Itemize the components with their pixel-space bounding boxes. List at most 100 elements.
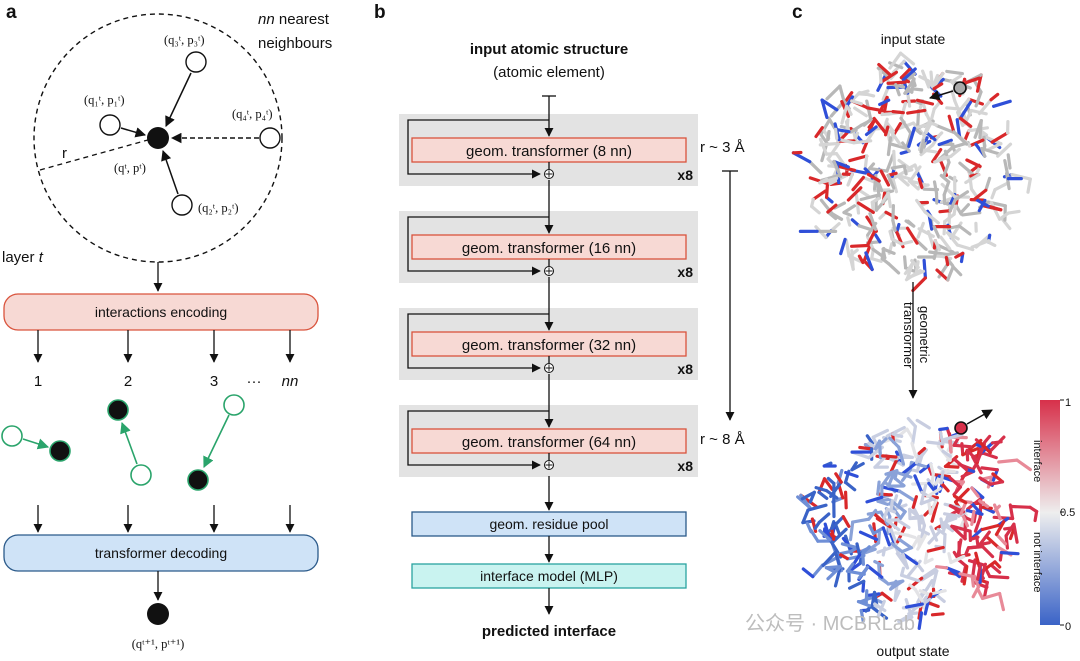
- bond: [889, 142, 909, 150]
- bond: [857, 90, 876, 98]
- bond: [876, 530, 882, 545]
- bond: [970, 239, 991, 249]
- block-label: geom. transformer (64 nn): [462, 434, 636, 451]
- bond: [826, 130, 831, 141]
- bond: [952, 485, 963, 497]
- bond: [906, 91, 912, 108]
- bond: [978, 118, 983, 140]
- bond: [911, 505, 924, 525]
- bond: [888, 436, 901, 449]
- edge-1: [120, 127, 147, 138]
- bond: [907, 179, 928, 187]
- bond: [948, 476, 963, 489]
- bond: [920, 69, 931, 89]
- pair-2-arrow: [120, 421, 138, 465]
- bond: [970, 574, 976, 588]
- nn-nearest-label: nn nearest: [258, 11, 330, 28]
- bond: [980, 544, 995, 559]
- bond: [911, 495, 919, 509]
- bond: [997, 458, 1019, 464]
- bond: [820, 98, 839, 112]
- bond: [949, 147, 962, 158]
- bond: [989, 435, 1006, 452]
- pair-2-center: [107, 399, 129, 421]
- bond: [897, 445, 906, 466]
- bond: [891, 109, 905, 115]
- bond: [942, 432, 964, 441]
- bond: [961, 211, 982, 217]
- bond: [992, 515, 1015, 521]
- bond: [980, 523, 1000, 532]
- layer-t: t: [39, 249, 44, 266]
- predicted-interface-label: predicted interface: [482, 623, 616, 640]
- bond: [1033, 509, 1039, 523]
- bond: [911, 534, 921, 549]
- bond: [832, 159, 843, 179]
- bond: [933, 239, 942, 252]
- bond: [932, 82, 944, 91]
- bond: [958, 572, 974, 578]
- bond: [931, 148, 943, 164]
- bond: [885, 426, 906, 438]
- bond: [872, 590, 879, 607]
- bond: [932, 100, 942, 111]
- bond: [959, 501, 968, 516]
- bond: [942, 180, 951, 197]
- bond: [989, 92, 1000, 102]
- bond: [972, 188, 988, 201]
- bond: [923, 108, 933, 126]
- bond: [826, 203, 838, 214]
- range-start-label: r ~ 3 Å: [700, 139, 745, 156]
- bond: [978, 499, 990, 509]
- pair-1-arrow: [22, 438, 50, 450]
- bond: [839, 553, 849, 561]
- bond: [808, 160, 823, 175]
- bond: [949, 568, 962, 579]
- bond: [996, 142, 1013, 158]
- bond: [1010, 504, 1032, 509]
- bond: [906, 108, 927, 115]
- panel-a-letter: a: [6, 2, 17, 23]
- bond: [809, 204, 821, 215]
- bond: [935, 268, 950, 282]
- bond: [879, 169, 891, 187]
- interactions-encoding-box: [3, 293, 319, 331]
- bond: [935, 123, 955, 134]
- index-nn: nn: [282, 373, 299, 390]
- bond: [888, 525, 899, 546]
- bond: [891, 432, 904, 438]
- mlp-label: interface model (MLP): [480, 568, 618, 584]
- bond: [871, 247, 887, 260]
- bond: [945, 69, 965, 76]
- bond: [980, 466, 999, 472]
- bond: [861, 175, 878, 185]
- bond: [867, 508, 878, 521]
- bond: [983, 580, 989, 598]
- bond: [858, 445, 874, 451]
- bond: [918, 527, 931, 536]
- bond: [818, 137, 829, 156]
- bond: [837, 138, 856, 145]
- bond: [959, 203, 971, 215]
- bond: [888, 229, 894, 241]
- bond: [929, 462, 935, 476]
- bond: [923, 210, 940, 225]
- label-node-3: (q₃ᵗ, p₃ᵗ): [164, 33, 205, 47]
- bond: [843, 490, 848, 510]
- transformer-block-1: geom. transformer (8 nn)x8: [399, 114, 698, 186]
- bond: [905, 226, 919, 245]
- bond: [886, 262, 901, 275]
- transformer-block-2: geom. transformer (16 nn)x8: [399, 180, 698, 283]
- bond: [853, 106, 868, 118]
- bond: [1003, 159, 1011, 181]
- bond: [946, 265, 955, 282]
- bond: [941, 515, 950, 533]
- bond: [913, 474, 924, 494]
- bond: [801, 567, 815, 579]
- bond: [986, 142, 1003, 151]
- bond: [859, 608, 865, 623]
- bond: [892, 149, 897, 171]
- bond: [846, 172, 854, 187]
- bond: [920, 569, 939, 582]
